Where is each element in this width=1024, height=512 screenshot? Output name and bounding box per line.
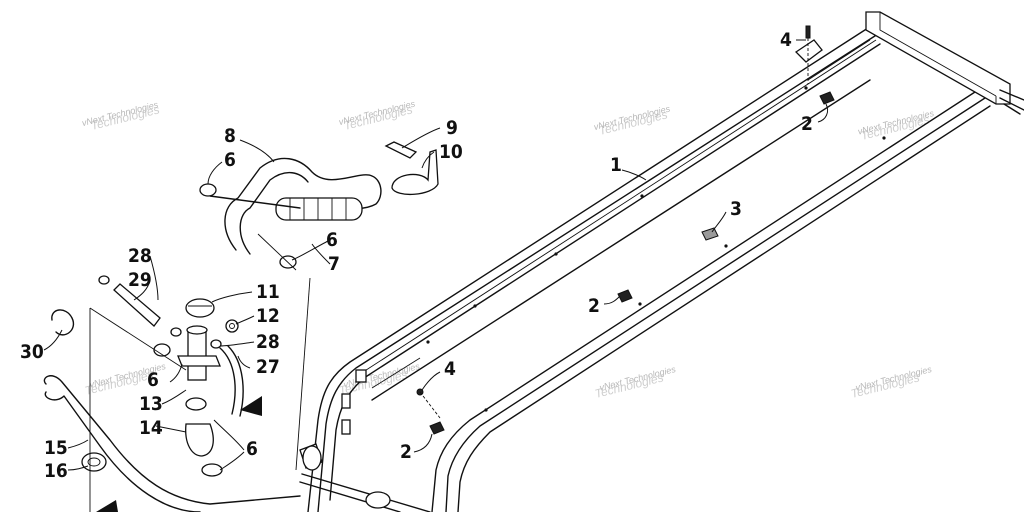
callout-6: 6	[246, 438, 258, 460]
callout-29: 29	[128, 269, 152, 291]
callout-2: 2	[400, 441, 412, 463]
watermark: Technologies vNext Technologies	[857, 108, 936, 143]
clip-part-2	[429, 91, 835, 435]
callout-10: 10	[439, 141, 463, 163]
callout-3: 3	[730, 198, 742, 220]
callout-16: 16	[44, 460, 68, 482]
callout-27: 27	[256, 356, 280, 378]
callout-4: 4	[780, 29, 792, 51]
cap-part-11	[185, 298, 215, 318]
flow-arrow	[240, 396, 262, 416]
callout-6: 6	[326, 229, 338, 251]
hose-part-29	[113, 283, 161, 327]
overflow-hose-part-27	[219, 345, 244, 417]
callout-14: 14	[139, 417, 163, 439]
watermark: Technologies vNext Technologies	[593, 103, 672, 138]
callout-6: 6	[224, 149, 236, 171]
heat-exchanger	[299, 11, 1024, 512]
filler-neck-part-13	[177, 325, 221, 381]
mount-hole	[554, 252, 558, 256]
mount-hole	[882, 136, 886, 140]
watermark: Technologies vNext Technologies	[849, 364, 933, 401]
gasket-part-12	[225, 319, 239, 333]
callout-30: 30	[20, 341, 44, 363]
callout-labels: 1 2 2 2 3 4 4 6 6 6 6 7 8 9 10 11 12 13 …	[20, 29, 813, 482]
callout-8: 8	[224, 125, 236, 147]
callout-1: 1	[610, 154, 622, 176]
bolt-part-9	[384, 141, 418, 159]
hose-part-15	[43, 375, 301, 512]
callout-13: 13	[139, 393, 163, 415]
watermark: Technologies vNext Technologies	[593, 364, 677, 401]
hose-clamp-part-6	[153, 183, 297, 477]
callout-12: 12	[256, 305, 280, 327]
ring-part-30	[51, 309, 75, 336]
callout-28: 28	[128, 245, 152, 267]
spring-clamp-part-16	[81, 452, 107, 472]
clamp-part-28	[98, 275, 222, 349]
mount-hole	[804, 86, 808, 90]
callout-28: 28	[256, 331, 280, 353]
watermark: Technologies vNext Technologies	[338, 98, 417, 133]
mount-hole	[638, 302, 642, 306]
mount-hole	[473, 304, 477, 308]
callout-2: 2	[801, 113, 813, 135]
mount-hole	[484, 408, 488, 412]
callout-11: 11	[256, 281, 280, 303]
watermark: Technologies vNext Technologies	[81, 99, 161, 133]
assembly-line	[295, 277, 311, 471]
mount-hole	[640, 194, 644, 198]
clamp-part-10	[391, 149, 439, 195]
watermark: Technologies vNext Technologies	[337, 361, 421, 398]
callout-15: 15	[44, 437, 68, 459]
mount-hole	[426, 340, 430, 344]
assembly-line	[257, 233, 297, 271]
callout-9: 9	[446, 117, 458, 139]
mount-hole	[724, 244, 728, 248]
leader-lines	[43, 39, 829, 471]
callout-6: 6	[147, 369, 159, 391]
nut-part-3	[701, 227, 719, 241]
flow-arrow	[96, 500, 118, 512]
assembly-line	[89, 307, 187, 371]
screw-part-4	[416, 25, 823, 419]
hose-part-8	[209, 157, 382, 255]
hose-part-14	[185, 423, 214, 457]
callout-2: 2	[588, 295, 600, 317]
callout-7: 7	[328, 253, 340, 275]
callout-4: 4	[444, 358, 456, 380]
